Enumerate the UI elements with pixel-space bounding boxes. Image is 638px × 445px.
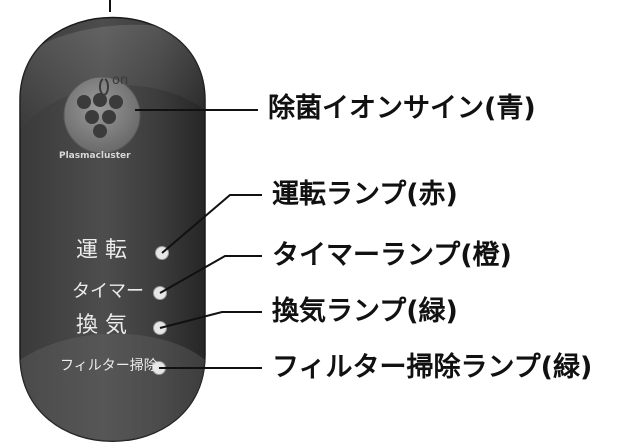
ion-sign-lamp	[99, 78, 109, 96]
operation-leader	[161, 194, 262, 254]
callout-ventilation-lamp: 換気ランプ(緑)	[272, 296, 458, 327]
brand-label: Plasmacluster	[59, 151, 131, 161]
callout-ion-sign: 除菌イオンサイン(青)	[268, 93, 536, 124]
panel-lower-sheen	[20, 333, 205, 442]
timer-leader	[159, 255, 262, 294]
ventilation-leader	[159, 311, 262, 329]
ventilation-label: 換 気	[76, 313, 127, 338]
on-mark: on	[112, 73, 129, 88]
callout-filter-lamp: フィルター掃除ランプ(緑)	[272, 352, 593, 383]
callout-timer-lamp: タイマーランプ(橙)	[272, 240, 512, 271]
plasmacluster-emblem	[63, 76, 141, 154]
timer-label: タイマー	[72, 281, 144, 302]
callout-operation-lamp: 運転ランプ(赤)	[272, 179, 458, 210]
operation-label: 運 転	[76, 238, 127, 263]
filter-clean-label: フィルター掃除	[60, 358, 158, 374]
emblem-dots	[77, 93, 123, 138]
panel-highlight	[20, 24, 205, 130]
